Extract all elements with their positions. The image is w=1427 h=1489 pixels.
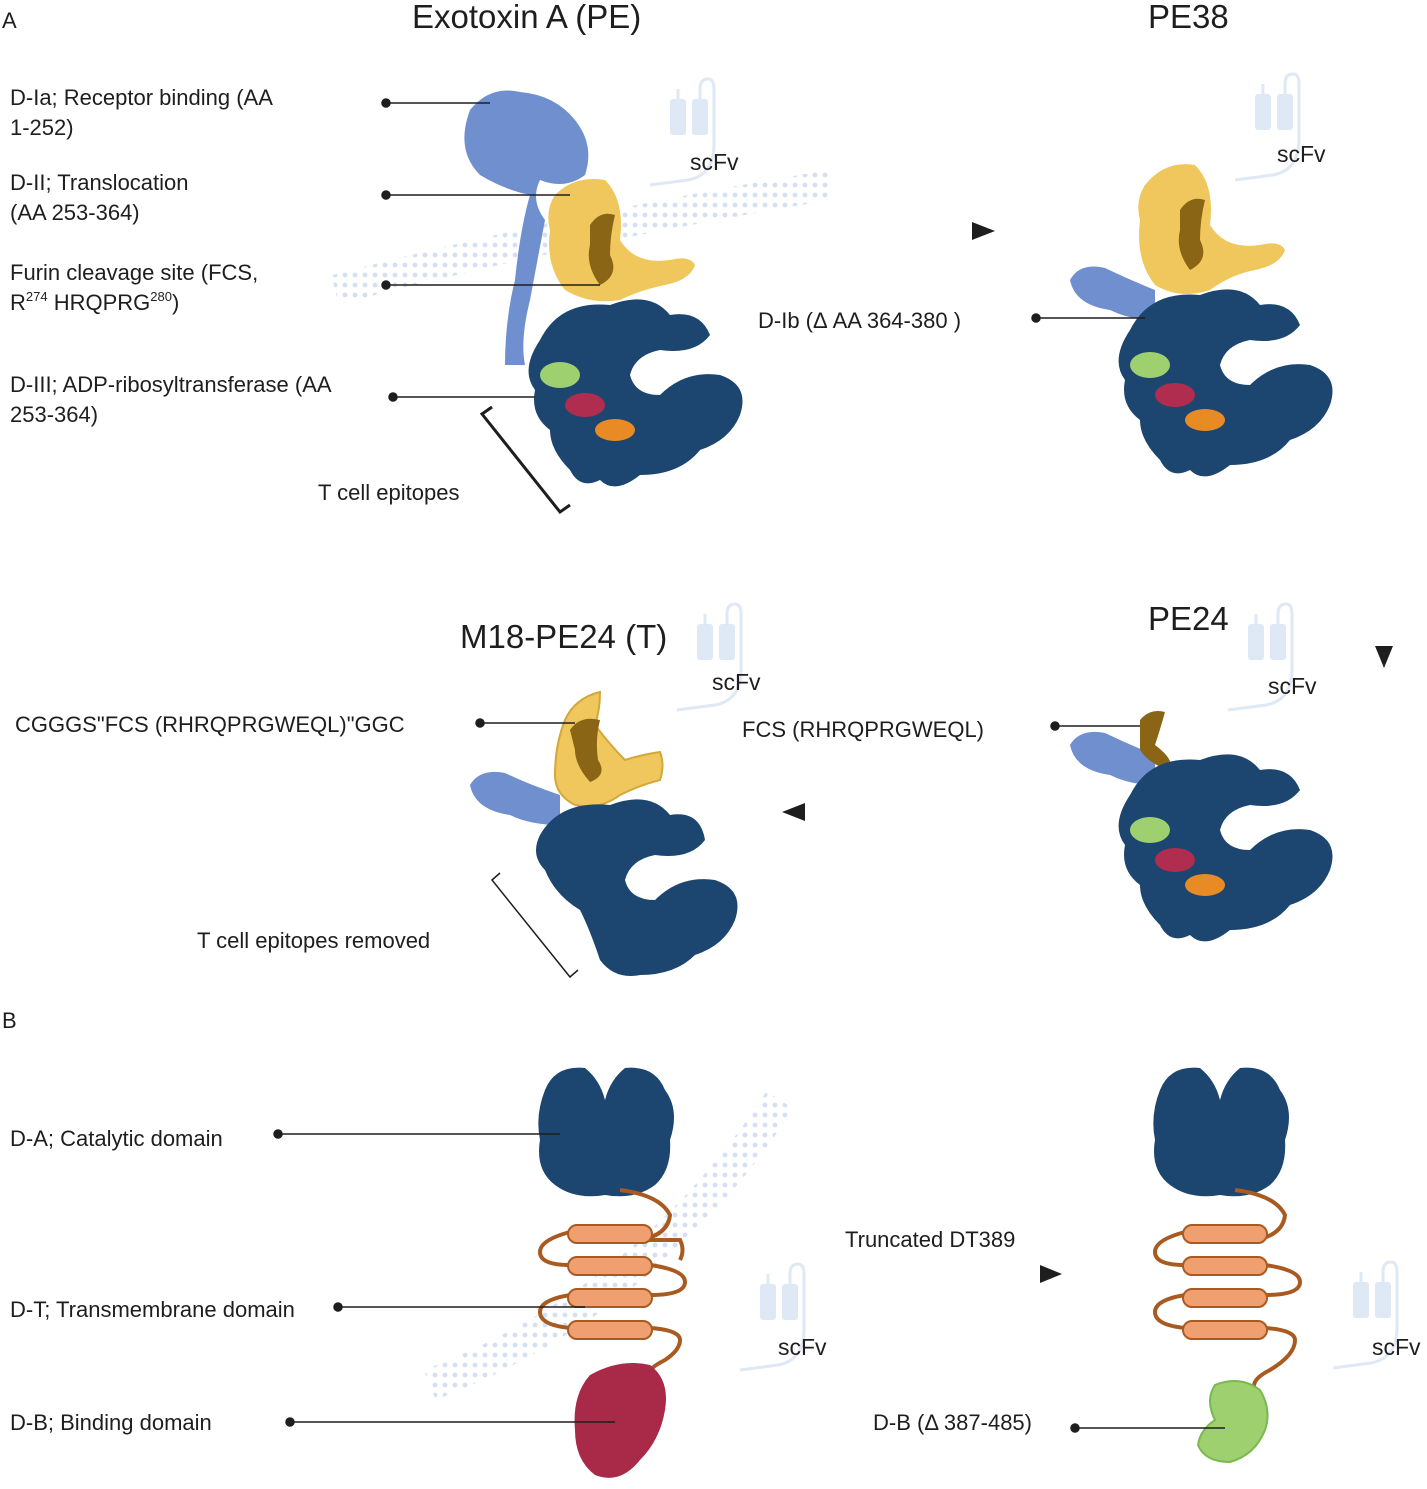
arrow-pe24-to-m18 [782, 803, 1015, 821]
arrow-pe-to-pe38 [770, 222, 995, 240]
label-d-ia-line2: 1-252) [10, 115, 74, 140]
label-d-b-delta: D-B (Δ 387-485) [873, 1410, 1032, 1435]
leader-line-fcs-pe24 [1050, 721, 1140, 731]
label-d-ii-line2: (AA 253-364) [10, 200, 140, 225]
fcs-sequence: HRQPRG [48, 290, 151, 315]
bracket-t-cell-epitopes [479, 405, 571, 515]
label-d-iii-line1: D-III; ADP-ribosyltransferase (AA [10, 372, 332, 397]
scfv-label-dt389: scFv [1372, 1334, 1421, 1360]
fcs-sup-274: 274 [26, 289, 48, 304]
leader-line-cgggs [475, 718, 575, 728]
title-pe38: PE38 [1148, 0, 1229, 35]
fcs-r: R [10, 290, 26, 315]
protein-dt-full [537, 1067, 688, 1478]
label-d-ia-line1: D-Ia; Receptor binding (AA [10, 85, 273, 110]
scfv-label-pe: scFv [690, 149, 739, 175]
panel-label-b: B [2, 1008, 17, 1033]
title-m18-pe24: M18-PE24 (T) [460, 618, 667, 655]
scfv-label-pe24: scFv [1268, 673, 1317, 699]
label-d-ib: D-Ib (Δ AA 364-380 ) [758, 308, 961, 333]
leader-lines-dt [273, 1129, 615, 1427]
scfv-label-dt: scFv [778, 1334, 827, 1360]
fcs-sup-280: 280 [150, 289, 172, 304]
label-fcs-pe24: FCS (RHRQPRGWEQL) [742, 717, 984, 742]
protein-dt389 [1152, 1067, 1303, 1464]
title-pe24: PE24 [1148, 600, 1229, 637]
label-truncated-dt389: Truncated DT389 [845, 1227, 1015, 1252]
label-d-t: D-T; Transmembrane domain [10, 1297, 295, 1322]
label-t-cell-epitopes: T cell epitopes [318, 480, 459, 505]
bracket-t-cell-removed [490, 872, 579, 979]
leader-line-d-ib [1031, 313, 1145, 323]
label-fcs-line2: R274 HRQPRG280) [10, 289, 179, 315]
panel-label-a: A [2, 8, 17, 33]
label-d-iii-line2: 253-364) [10, 402, 98, 427]
protein-pe24 [1070, 711, 1333, 942]
label-d-a: D-A; Catalytic domain [10, 1126, 223, 1151]
arrow-dt-to-truncated [730, 1265, 1062, 1283]
label-d-ii-line1: D-II; Translocation [10, 170, 189, 195]
fcs-close: ) [172, 290, 179, 315]
label-fcs-line1: Furin cleavage site (FCS, [10, 260, 258, 285]
scfv-label-m18: scFv [712, 669, 761, 695]
arrow-pe38-to-pe24 [1375, 440, 1393, 668]
protein-m18-pe24 [470, 690, 738, 976]
protein-exotoxin-a [464, 90, 743, 487]
label-t-cell-removed: T cell epitopes removed [197, 928, 430, 953]
scfv-label-pe38: scFv [1277, 141, 1326, 167]
label-d-b: D-B; Binding domain [10, 1410, 212, 1435]
title-exotoxin-a: Exotoxin A (PE) [412, 0, 641, 35]
protein-pe38 [1070, 164, 1333, 477]
leader-line-d-b-delta [1070, 1423, 1225, 1433]
leader-lines-pe [381, 98, 600, 402]
label-cgggs-fcs: CGGGS"FCS (RHRQPRGWEQL)"GGC [15, 712, 405, 737]
